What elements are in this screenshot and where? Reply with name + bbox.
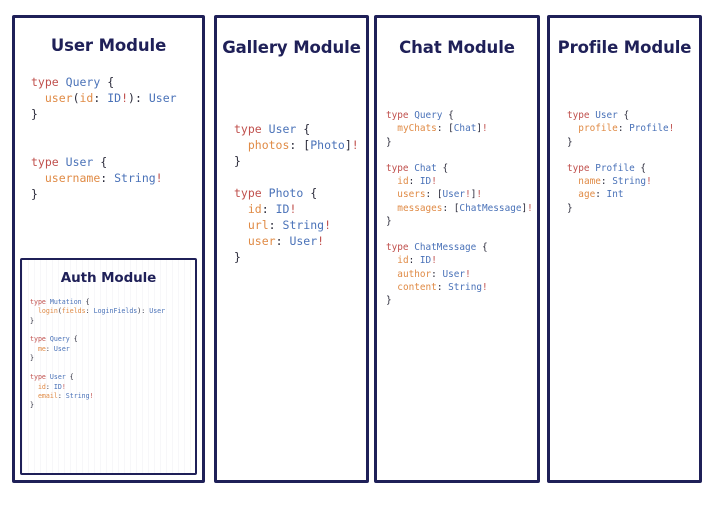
panel-auth-module-schema: type Mutation { login(fields: LoginField… [30, 297, 166, 410]
panel-gallery-module-title: Gallery Module [222, 38, 361, 57]
panel-chat-module[interactable]: Chat Module type Query { myChats: [Chat]… [374, 15, 540, 483]
panel-profile-module[interactable]: Profile Module type User { profile: Prof… [547, 15, 702, 483]
panel-user-module-title: User Module [50, 36, 167, 55]
panel-gallery-module[interactable]: Gallery Module type User { photos: [Phot… [214, 15, 369, 483]
panel-gallery-module-schema: type User { photos: [Photo]! } type Phot… [234, 122, 359, 265]
panel-auth-module-title: Auth Module [60, 270, 157, 286]
panel-profile-module-title: Profile Module [557, 38, 692, 57]
panel-user-module[interactable]: User Module type Query { user(id: ID!): … [12, 15, 205, 483]
panel-chat-module-title: Chat Module [399, 38, 515, 57]
panel-chat-module-schema: type Query { myChats: [Chat]! } type Cha… [386, 110, 533, 306]
panel-profile-module-schema: type User { profile: Profile! } type Pro… [567, 110, 675, 214]
panel-user-module-schema: type Query { user(id: ID!): User } type … [31, 75, 177, 202]
panel-auth-module[interactable]: Auth Module type Mutation { login(fields… [20, 258, 197, 475]
